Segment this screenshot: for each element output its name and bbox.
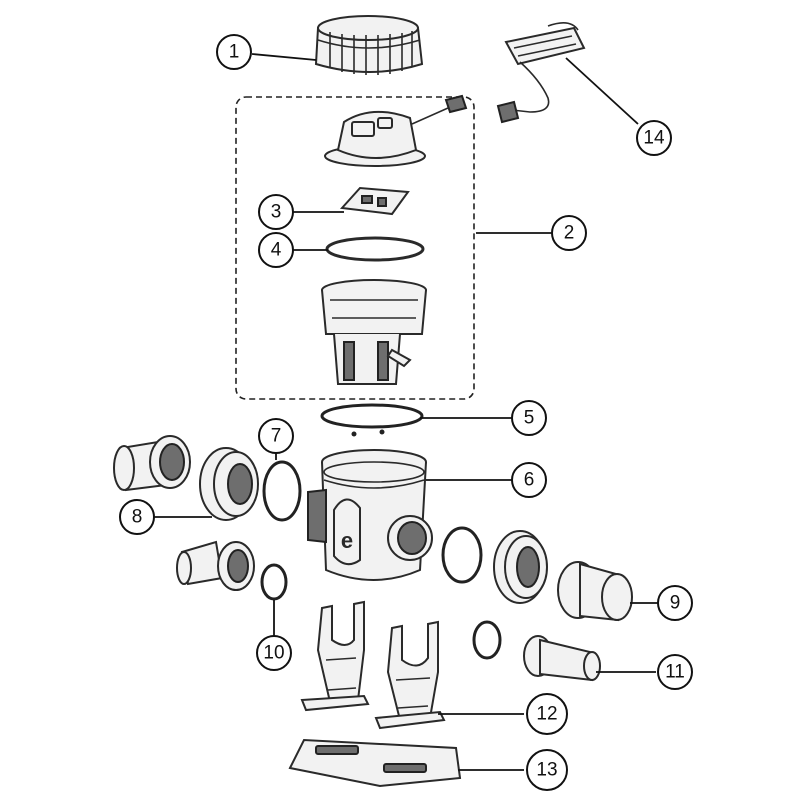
callout-11-label: 11 xyxy=(665,662,685,683)
callout-12-label: 12 xyxy=(536,704,557,725)
right-union-nut xyxy=(493,530,548,604)
part-14-power-cable-module xyxy=(496,22,586,124)
leader-lines xyxy=(154,53,658,771)
part-9-union-tail xyxy=(557,561,633,622)
callout-1: 1 xyxy=(216,34,252,70)
part-6-valve-body: e xyxy=(307,449,433,581)
callout-6: 6 xyxy=(511,462,547,498)
part-5-large-o-ring xyxy=(320,403,424,429)
right-gasket xyxy=(441,526,483,584)
callout-8-label: 8 xyxy=(132,507,143,528)
callout-2: 2 xyxy=(551,215,587,251)
svg-text:e: e xyxy=(341,528,353,553)
callout-4-label: 4 xyxy=(271,240,282,261)
callout-14: 14 xyxy=(636,120,672,156)
callout-10: 10 xyxy=(256,635,292,671)
callout-3: 3 xyxy=(258,194,294,230)
callout-11: 11 xyxy=(657,654,693,690)
right-small-o-ring xyxy=(472,620,502,660)
callout-8: 8 xyxy=(119,499,155,535)
part-1-lock-ring xyxy=(314,15,424,75)
callout-9-label: 9 xyxy=(670,593,681,614)
part-7-gasket xyxy=(262,460,302,522)
part-11-hose-tail xyxy=(523,635,601,682)
callout-12: 12 xyxy=(526,693,568,735)
callout-2-label: 2 xyxy=(564,223,575,244)
part-13-base-plate xyxy=(288,738,462,788)
callout-13-label: 13 xyxy=(536,760,557,781)
part-10-small-o-ring xyxy=(260,563,288,601)
callout-10-label: 10 xyxy=(263,643,284,664)
callout-7: 7 xyxy=(258,418,294,454)
screw-dot-right xyxy=(379,429,385,435)
left-hose-adapter xyxy=(176,540,255,591)
part-12-mounting-brackets xyxy=(300,600,446,730)
callout-4: 4 xyxy=(258,232,294,268)
controller-head xyxy=(324,94,468,167)
left-union-tail xyxy=(113,435,191,492)
callout-7-label: 7 xyxy=(271,426,282,447)
callout-14-label: 14 xyxy=(643,128,665,149)
screw-dot-left xyxy=(351,431,357,437)
part-8-union-nut xyxy=(199,447,259,521)
valve-cartridge xyxy=(321,279,427,385)
part-2-assembly-box xyxy=(235,96,475,400)
callout-6-label: 6 xyxy=(524,470,535,491)
part-3-circuit-board xyxy=(339,186,410,216)
callout-5: 5 xyxy=(511,400,547,436)
callout-3-label: 3 xyxy=(271,202,282,223)
part-4-o-ring xyxy=(325,236,425,262)
callout-13: 13 xyxy=(526,749,568,791)
callout-9: 9 xyxy=(657,585,693,621)
callout-1-label: 1 xyxy=(229,42,240,63)
callout-5-label: 5 xyxy=(524,408,535,429)
